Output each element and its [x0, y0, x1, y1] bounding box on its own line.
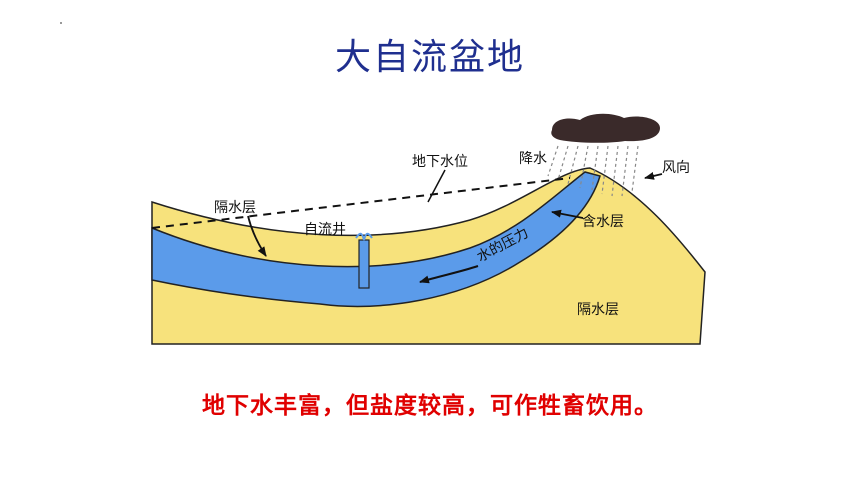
- page-title: 大自流盆地: [334, 37, 525, 78]
- lower-aquiclude-label: 隔水层: [577, 302, 619, 318]
- wind-label: 风向: [662, 160, 690, 176]
- water-table-label: 地下水位: [412, 154, 468, 170]
- upper-aquiclude-label: 隔水层: [214, 200, 256, 216]
- upper-aquiclude-leader: [247, 215, 267, 257]
- water-table-line: [151, 177, 571, 229]
- well-fountain: [355, 232, 373, 241]
- aquifer-leader: [551, 209, 584, 219]
- water-table-leader: [427, 169, 446, 203]
- rain-label: 降水: [519, 151, 547, 167]
- water-pressure-arrow: [419, 265, 479, 284]
- caption-text: 地下水丰富，但盐度较高，可作牲畜饮用。: [202, 393, 658, 419]
- artesian-well-pipe: [358, 239, 370, 289]
- rain-cloud: [551, 113, 660, 143]
- aquifer-label: 含水层: [582, 214, 624, 230]
- aquifer-layer: [151, 171, 601, 308]
- decorative-dot: [60, 22, 62, 24]
- wind-arrow: [644, 172, 663, 180]
- artesian-well-label: 自流井: [304, 222, 346, 238]
